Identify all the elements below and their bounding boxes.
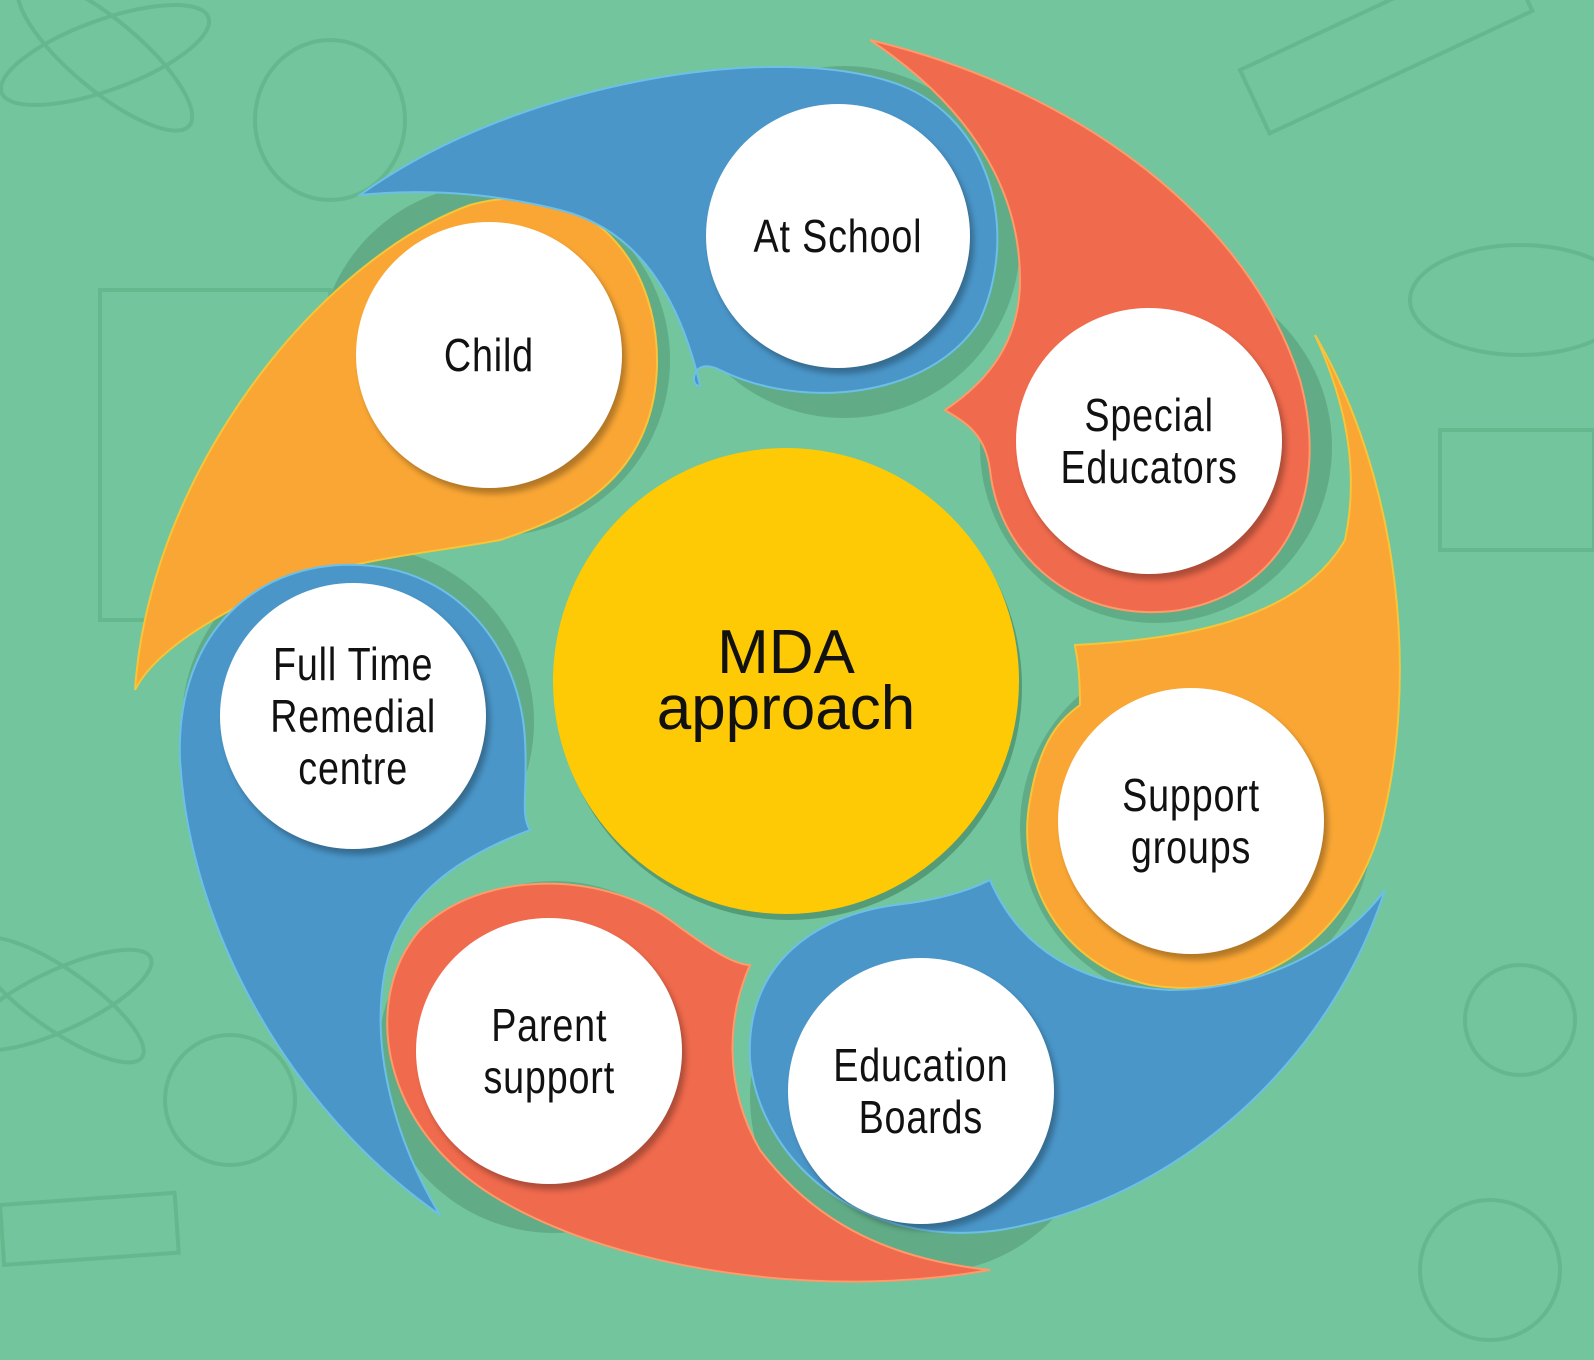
node-label: Parent support [483,999,615,1103]
node-label: Child [443,329,535,381]
node-label: Education Boards [833,1039,1009,1143]
node-support-groups: Support groups [1058,688,1324,954]
node-special-educators: Special Educators [1016,308,1282,574]
node-label: Special Educators [1060,389,1238,493]
node-label: Support groups [1122,769,1260,873]
node-label: Full Time Remedial centre [270,638,436,794]
center-title: MDA [717,618,855,687]
node-full-time-remedial: Full Time Remedial centre [220,583,486,849]
node-label: At School [753,210,923,262]
center-subtitle: approach [656,674,916,743]
node-education-boards: Education Boards [788,958,1054,1224]
node-at-school: At School [706,104,970,368]
node-child: Child [356,222,622,488]
center-circle: MDA approach [553,448,1019,914]
node-parent-support: Parent support [416,918,682,1184]
